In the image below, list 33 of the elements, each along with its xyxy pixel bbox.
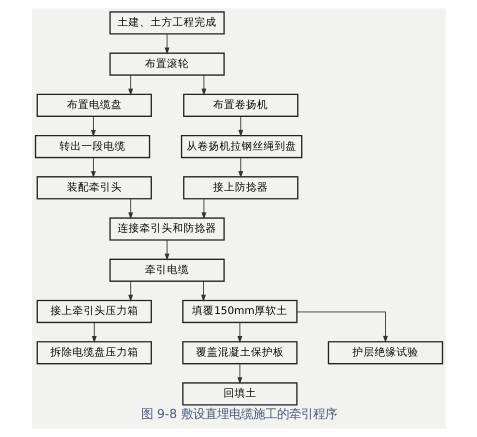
node-box: 覆盖混凝土保护板 [182, 341, 298, 364]
node-box: 连接牵引头和防捻器 [108, 217, 224, 241]
arrow [236, 322, 242, 344]
arrow [128, 74, 133, 96]
arrow [200, 74, 206, 96]
node-box: 拆除电缆盘压力箱 [36, 341, 152, 364]
node-box: 接上防捻器 [182, 176, 298, 200]
arrow [238, 116, 243, 137]
arrow [236, 364, 242, 384]
node-box: 土建、土方工程完成 [108, 11, 224, 35]
node-box: 填覆150mm厚软土 [182, 300, 298, 324]
arrow [128, 281, 133, 302]
arrow [128, 198, 133, 220]
node-box: 布置卷扬机 [182, 94, 298, 117]
arrow [296, 311, 388, 343]
node-box: 布置滚轮 [108, 52, 224, 76]
arrow [200, 281, 206, 302]
arrow [90, 157, 96, 178]
node-box: 布置电缆盘 [36, 94, 152, 117]
caption: 图 9-8 敷设直埋电缆施工的牵引程序 [140, 407, 336, 422]
node-box: 牵引电缆 [108, 258, 224, 282]
arrow [238, 157, 243, 178]
node-box: 转出一段电缆 [34, 134, 150, 158]
arrow [90, 116, 96, 137]
arrow [164, 240, 170, 261]
node-box: 装配牵引头 [36, 176, 152, 200]
arrow [200, 198, 206, 220]
node-box: 从卷扬机拉钢丝绳到盘 [180, 134, 302, 158]
node-box: 回填土 [182, 382, 298, 406]
node-box: 护层绝缘试验 [327, 341, 443, 364]
arrow [91, 322, 96, 344]
arrow [164, 34, 170, 54]
node-box: 接上牵引头压力箱 [36, 300, 152, 324]
